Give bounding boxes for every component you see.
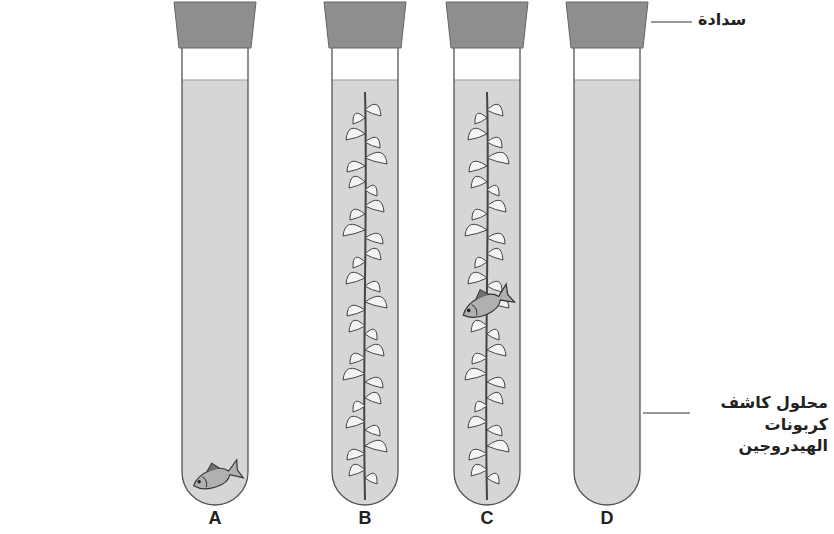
stopper	[174, 2, 256, 48]
tube-letter: C	[467, 508, 507, 529]
fish	[456, 279, 514, 325]
part-label: سدادة	[698, 9, 788, 31]
leader-line	[651, 22, 692, 23]
tube-letter: B	[345, 508, 385, 529]
part-label: محلول كاشف كربونات الهيدروجين	[696, 392, 828, 457]
stopper	[446, 2, 528, 48]
test-tube	[324, 2, 406, 505]
fish	[188, 455, 243, 495]
tube-letter: A	[195, 508, 235, 529]
stopper	[566, 2, 648, 48]
test-tube	[566, 2, 648, 505]
test-tube	[174, 2, 256, 505]
tube-letter: D	[587, 508, 627, 529]
leader-line	[643, 413, 690, 414]
test-tube	[446, 2, 528, 505]
stopper	[324, 2, 406, 48]
pondweed	[343, 92, 387, 500]
